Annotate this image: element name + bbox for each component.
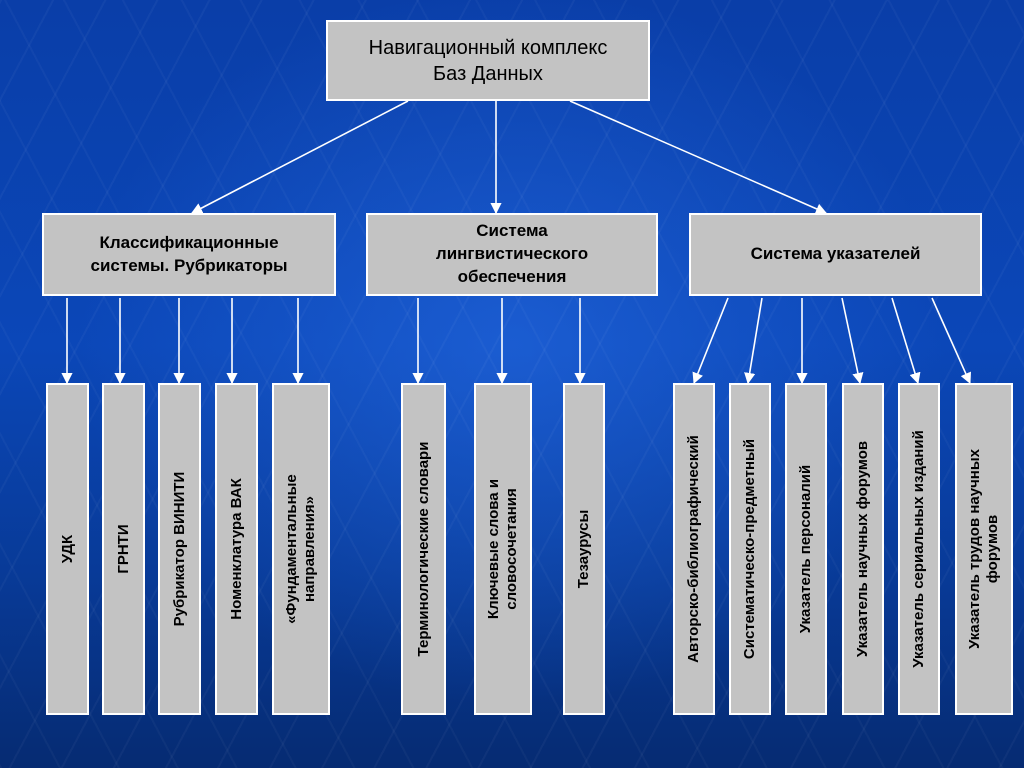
root-label: Навигационный комплекс Баз Данных bbox=[368, 36, 608, 85]
leaf-vak-label: Номенклатура ВАК bbox=[227, 478, 245, 620]
leaf-terminology-label: Терминологические словари bbox=[414, 441, 432, 657]
leaf-persons: Указатель персоналий bbox=[785, 383, 827, 715]
arrow-author-bib bbox=[692, 297, 729, 385]
leaf-viniti-label: Рубрикатор ВИНИТИ bbox=[170, 471, 188, 627]
leaf-udk: УДК bbox=[46, 383, 89, 715]
arrow-forum-works bbox=[931, 297, 971, 385]
leaf-thesauri: Тезаурусы bbox=[563, 383, 605, 715]
leaf-forums: Указатель научных форумов bbox=[842, 383, 884, 715]
leaf-author-bib-label: Авторско-библиографический bbox=[685, 435, 702, 663]
leaf-viniti: Рубрикатор ВИНИТИ bbox=[158, 383, 201, 715]
leaf-author-bib: Авторско-библиографический bbox=[673, 383, 715, 715]
root-box: Навигационный комплекс Баз Данных bbox=[326, 20, 650, 101]
category-indexes-box: Система указателей bbox=[689, 213, 982, 296]
leaf-keywords: Ключевые слова и словосочетания bbox=[474, 383, 532, 715]
leaf-forums-label: Указатель научных форумов bbox=[854, 440, 871, 658]
leaf-forum-works: Указатель трудов научных форумов bbox=[955, 383, 1013, 715]
leaf-udk-label: УДК bbox=[58, 534, 76, 564]
arrow-systematic bbox=[744, 297, 763, 385]
category-classification-label: Классификационные системы. Рубрикаторы bbox=[90, 232, 288, 275]
leaf-vak: Номенклатура ВАК bbox=[215, 383, 258, 715]
leaf-forum-works-label: Указатель трудов научных форумов bbox=[966, 448, 1001, 650]
leaf-keywords-label: Ключевые слова и словосочетания bbox=[485, 478, 520, 620]
category-classification-box: Классификационные системы. Рубрикаторы bbox=[42, 213, 336, 296]
leaf-serials: Указатель сериальных изданий bbox=[898, 383, 940, 715]
arrow-root-to-classification bbox=[191, 100, 409, 214]
arrow-root-to-indexes bbox=[569, 100, 828, 215]
category-linguistic-box: Система лингвистического обеспечения bbox=[366, 213, 658, 296]
leaf-serials-label: Указатель сериальных изданий bbox=[910, 430, 927, 668]
arrow-forums bbox=[841, 297, 864, 385]
leaf-persons-label: Указатель персоналий bbox=[797, 464, 814, 634]
leaf-grnti: ГРНТИ bbox=[102, 383, 145, 715]
leaf-systematic-label: Систематическо-предметный bbox=[741, 438, 758, 660]
leaf-systematic: Систематическо-предметный bbox=[729, 383, 771, 715]
leaf-fundamental: «Фундаментальные направления» bbox=[272, 383, 330, 715]
leaf-grnti-label: ГРНТИ bbox=[114, 524, 132, 574]
leaf-terminology: Терминологические словари bbox=[401, 383, 446, 715]
leaf-thesauri-label: Тезаурусы bbox=[575, 509, 592, 589]
category-linguistic-label: Система лингвистического обеспечения bbox=[435, 221, 589, 286]
arrow-serials bbox=[891, 297, 921, 385]
category-indexes-label: Система указателей bbox=[750, 244, 921, 264]
leaf-fundamental-label: «Фундаментальные направления» bbox=[283, 474, 318, 624]
